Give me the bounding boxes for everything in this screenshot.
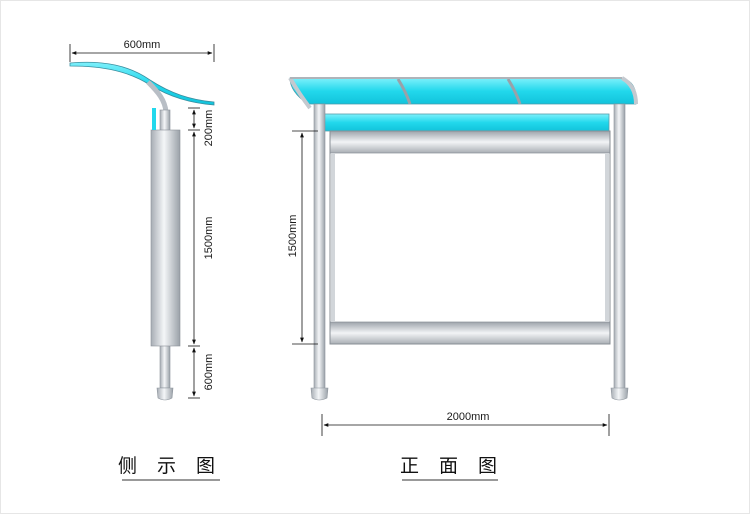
side-glass-strip: [152, 108, 156, 130]
front-posts: [310, 103, 629, 401]
side-canopy: [69, 61, 215, 113]
side-panel: [150, 129, 181, 347]
side-view-caption: 侧 示 图: [118, 455, 222, 477]
front-canopy: [288, 76, 638, 110]
side-canopy-width-label: 600mm: [124, 39, 161, 51]
front-view-caption: 正 面 图: [400, 455, 504, 477]
front-width-dimension: 2000mm: [321, 411, 610, 436]
front-total-width-label: 2000mm: [447, 411, 490, 423]
front-view: 1500mm 2000mm 正 面 图: [287, 76, 638, 481]
front-sign-band: [321, 113, 610, 132]
side-top-gap-label: 200mm: [203, 110, 215, 147]
side-panel-height-label: 1500mm: [203, 217, 215, 260]
front-panel-height-label: 1500mm: [287, 215, 299, 258]
side-view: 600mm 200mm 1500mm 600mm 侧: [69, 39, 222, 481]
side-canopy-width-dimension: 600mm: [69, 39, 215, 62]
side-bottom-gap-label: 600mm: [203, 354, 215, 391]
side-vertical-dimensions: 200mm 1500mm 600mm: [188, 107, 215, 399]
front-height-dimension: 1500mm: [287, 130, 318, 345]
front-panel-frame: [329, 130, 611, 345]
